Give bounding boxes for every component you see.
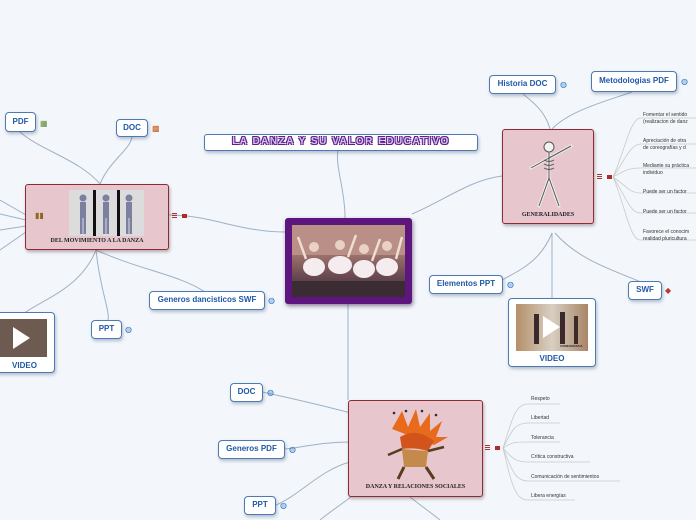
social-item: Respeto: [531, 396, 550, 402]
ballet-class-photo: [292, 225, 405, 297]
map-title[interactable]: LA DANZA Y SU VALOR EDUCATIVO: [204, 134, 478, 151]
video-thumbnail: [0, 319, 47, 357]
video-link-right[interactable]: COREOGRAFIA VIDEO: [508, 298, 596, 367]
mannequins-image: [69, 190, 144, 236]
topic-label: GENERALIDADES: [521, 212, 575, 218]
globe-icon: ◍: [681, 77, 688, 86]
generos-dancisticos-swf-link[interactable]: Generos dancisticos SWF: [149, 291, 265, 310]
historia-doc-link[interactable]: Historia DOC: [489, 75, 556, 94]
note-icon[interactable]: [172, 213, 182, 219]
image-icon: ▦: [40, 119, 48, 128]
pdf-link[interactable]: PDF: [5, 112, 36, 132]
swf-link[interactable]: SWF: [628, 281, 662, 300]
tribal-dancer-illustration: [387, 409, 448, 480]
social-item: Crítica constructiva: [531, 454, 574, 460]
play-icon: [543, 316, 560, 338]
video-thumbnail: COREOGRAFIA: [516, 304, 588, 351]
topic-generalidades[interactable]: GENERALIDADES: [502, 129, 594, 224]
cube-icon: ◆: [665, 286, 672, 295]
generalidades-item: Puede ser un factor: [643, 189, 687, 195]
topic-del-movimiento-a-la-danza[interactable]: DEL MOVIMIENTO A LA DANZA: [25, 184, 169, 250]
topic-label: DANZA Y RELACIONES SOCIALES: [365, 484, 466, 490]
generalidades-item: Fomentar el sentido(realizacion de danz: [643, 112, 688, 125]
dancers-illustration: [292, 225, 405, 297]
globe-icon: ◍: [507, 280, 514, 289]
social-item: Libertad: [531, 415, 550, 421]
globe-icon: ◍: [267, 388, 274, 397]
zip-icon: ▩: [152, 124, 160, 133]
video-link-left[interactable]: VIDEO: [0, 312, 55, 373]
social-item: Tolerancia: [531, 435, 554, 441]
generalidades-item: Puede ser un factor: [643, 209, 687, 215]
flag-icon: [182, 214, 187, 218]
doc-link-bottom[interactable]: DOC: [230, 383, 263, 402]
topic-danza-y-relaciones-sociales[interactable]: DANZA Y RELACIONES SOCIALES: [348, 400, 483, 497]
metodologias-pdf-link[interactable]: Metodologias PDF: [591, 71, 677, 92]
skeleton-illustration: [529, 141, 573, 208]
generos-pdf-link[interactable]: Generos PDF: [218, 440, 285, 459]
ppt-link-left[interactable]: PPT: [91, 320, 122, 339]
social-item: Comunicación de sentimientos: [531, 474, 600, 480]
video-caption: COREOGRAFIA: [560, 344, 583, 348]
play-icon: [13, 327, 30, 349]
globe-icon: ◍: [560, 80, 567, 89]
globe-icon: ◍: [289, 445, 296, 454]
social-item: Libera energías: [531, 493, 566, 499]
globe-icon: ◍: [280, 501, 287, 510]
topic-label: DEL MOVIMIENTO A LA DANZA: [50, 238, 144, 244]
note-icon[interactable]: [597, 174, 607, 180]
mannequin-figures: [79, 190, 133, 236]
central-image-node[interactable]: [285, 218, 412, 304]
globe-icon: ◍: [268, 296, 275, 305]
image-icon: ▮▮: [35, 211, 44, 220]
note-icon[interactable]: [485, 445, 495, 451]
doc-link-left[interactable]: DOC: [116, 119, 148, 137]
dancers-figures: [534, 312, 578, 344]
flag-icon: [495, 446, 500, 450]
elementos-ppt-link[interactable]: Elementos PPT: [429, 275, 503, 294]
flag-icon: [607, 175, 612, 179]
globe-icon: ◍: [125, 325, 132, 334]
ppt-link-bottom[interactable]: PPT: [244, 496, 276, 515]
